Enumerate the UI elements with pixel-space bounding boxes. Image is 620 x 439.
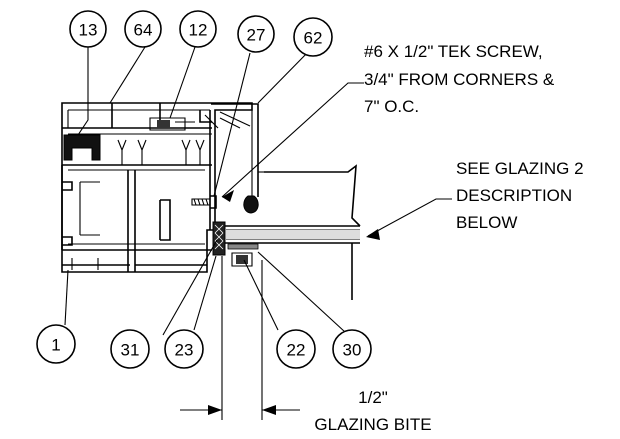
callout-27: 27: [237, 15, 275, 53]
glazing-bite-label: GLAZING BITE: [314, 415, 431, 434]
callout-30: 30: [332, 329, 372, 369]
screw-note-line-3: 7" O.C.: [364, 97, 419, 116]
callout-64-label: 64: [134, 21, 153, 40]
callout-22-label: 22: [287, 341, 306, 360]
callout-27-label: 27: [247, 26, 266, 45]
wall-break-lines: [258, 164, 361, 300]
snap-cover-fastener: [149, 117, 195, 131]
callout-23-label: 23: [175, 341, 194, 360]
glazing-bite-value: 1/2": [358, 388, 388, 407]
callout-30-label: 30: [343, 341, 362, 360]
callout-13-label: 13: [79, 21, 98, 40]
callout-31: 31: [110, 329, 150, 369]
tek-screw: [191, 195, 217, 209]
screw-note-line-2: 3/4" FROM CORNERS &: [364, 70, 555, 89]
glazing-note-line-3: BELOW: [456, 213, 517, 232]
callout-31-label: 31: [121, 341, 140, 360]
callout-62: 62: [293, 17, 333, 57]
callout-12: 12: [179, 10, 217, 48]
frame-extrusion: [61, 102, 253, 273]
screw-note-line-1: #6 X 1/2" TEK SCREW,: [364, 42, 543, 61]
callout-64: 64: [124, 10, 162, 48]
callout-1: 1: [36, 324, 76, 364]
glazing-bite-note: 1/2" GLAZING BITE: [314, 388, 431, 434]
glazing-note-line-2: DESCRIPTION: [456, 186, 572, 205]
trim-cover: [211, 103, 259, 214]
callout-1-label: 1: [51, 336, 60, 355]
glazing-note-line-1: SEE GLAZING 2: [456, 159, 584, 178]
callout-22: 22: [276, 329, 316, 369]
glazing-bite-dimension: [180, 256, 300, 420]
callout-12-label: 12: [189, 21, 208, 40]
glass-unit: [212, 221, 360, 267]
callout-23: 23: [164, 329, 204, 369]
thermal-break: [63, 134, 101, 161]
callout-13: 13: [69, 10, 107, 48]
leader-lines: [64, 46, 452, 336]
screw-note: #6 X 1/2" TEK SCREW, 3/4" FROM CORNERS &…: [364, 42, 555, 116]
glazing-note: SEE GLAZING 2 DESCRIPTION BELOW: [456, 159, 584, 232]
callout-62-label: 62: [304, 29, 323, 48]
